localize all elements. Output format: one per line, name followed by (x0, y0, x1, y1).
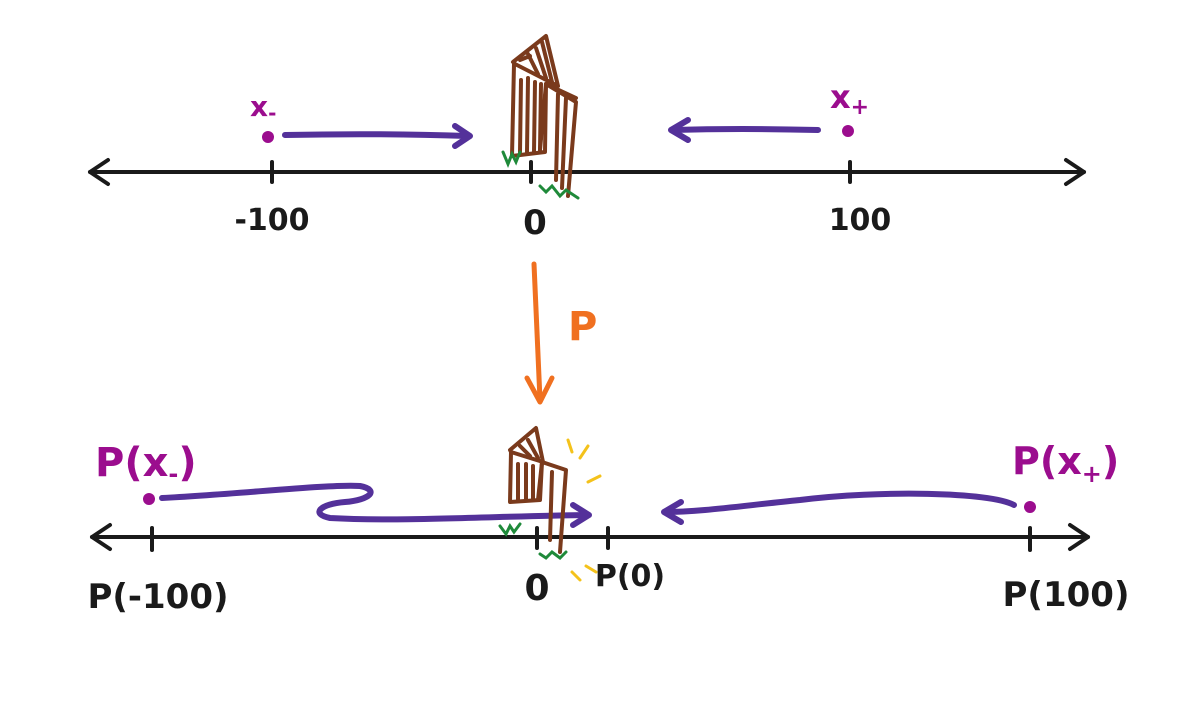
bottom-tick-label-p100: P(100) (1003, 575, 1130, 615)
bottom-tick-label-p-neg100: P(-100) (87, 577, 228, 617)
map-arrow-shaft (531, 261, 543, 403)
point-p-x-minus (143, 493, 155, 505)
point-p-x-plus (1024, 501, 1036, 513)
map-arrow: P (524, 261, 597, 405)
arrow-p-x-minus-head (570, 502, 592, 528)
door-icon (508, 426, 568, 554)
label-p-x-minus: P(x-) (95, 440, 197, 488)
label-x-minus: x- (250, 90, 276, 125)
top-tick-label-0: 0 (523, 203, 547, 243)
bottom-axis-left-arrowhead (90, 523, 112, 551)
arrow-p-x-plus-to-door (662, 490, 1017, 515)
label-p-x-plus: P(x+) (1012, 439, 1119, 488)
top-number-line: -100 0 100 x- x+ (88, 34, 1086, 243)
arrow-x-plus-head (668, 117, 691, 143)
sparkle-icon (566, 438, 602, 582)
arrow-x-minus-head (452, 123, 473, 149)
door-icon (510, 34, 578, 198)
top-axis-right-arrowhead (1064, 158, 1086, 186)
bottom-number-line: P(-100) 0 P(0) P(100) P(x-) P(x+) (87, 426, 1130, 617)
map-label: P (568, 304, 597, 350)
top-tick-label-100: 100 (829, 203, 892, 238)
map-arrow-head (524, 375, 555, 405)
top-tick-label-neg100: -100 (234, 203, 309, 238)
top-axis-left-arrowhead (88, 158, 110, 186)
arrow-x-plus-to-door (669, 126, 821, 133)
arrow-x-minus-to-door (282, 131, 471, 139)
point-x-plus (842, 125, 854, 137)
grass-icon (498, 522, 568, 560)
bottom-tick-label-p0: P(0) (595, 559, 665, 594)
arrow-p-x-minus-to-door (159, 482, 591, 523)
point-x-minus (262, 131, 274, 143)
bottom-axis-right-arrowhead (1068, 523, 1090, 551)
bottom-tick-label-0: 0 (524, 568, 549, 609)
label-x-plus: x+ (830, 78, 869, 120)
grass-icon (501, 150, 580, 200)
arrow-p-x-plus-head (661, 499, 684, 525)
